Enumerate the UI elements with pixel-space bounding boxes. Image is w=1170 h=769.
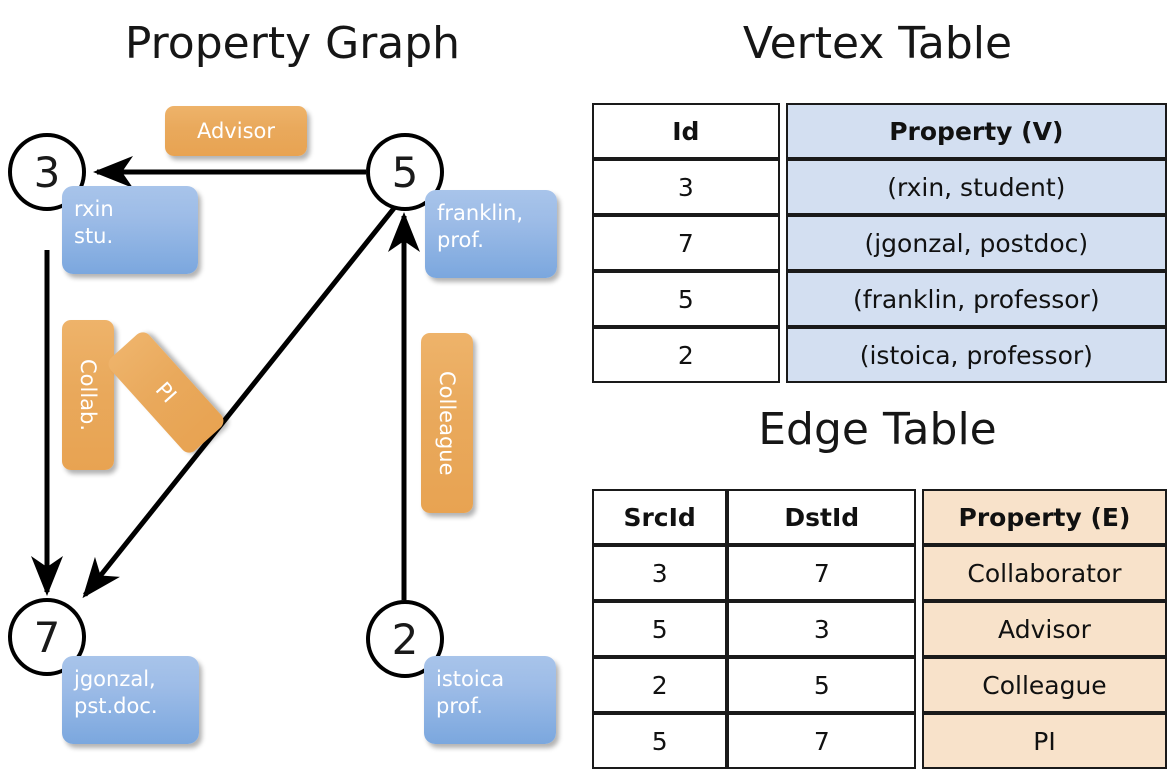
edge-label-advisor: Advisor (165, 106, 307, 156)
property-box-jgonzal[interactable]: jgonzal, pst.doc. (62, 656, 199, 744)
vertex-table-header-row: Id Property (V) (592, 103, 1167, 159)
edge-label-colleague-text: Colleague (435, 370, 459, 476)
table-row: 7 (jgonzal, postdoc) (592, 215, 1167, 271)
vertex-table-header-property: Property (V) (785, 103, 1167, 159)
table-row: 2 5 Colleague (592, 657, 1167, 713)
edge-row-3-src: 5 (592, 713, 728, 769)
vertex-row-1-property: (jgonzal, postdoc) (785, 215, 1167, 271)
vertex-table: Id Property (V) 3 (rxin, student) 7 (jgo… (592, 103, 1167, 383)
vertex-table-header-id: Id (592, 103, 780, 159)
edge-row-2-src: 2 (592, 657, 728, 713)
node-5[interactable]: 5 (366, 133, 444, 211)
edge-row-0-src: 3 (592, 545, 728, 601)
node-3-label: 3 (33, 147, 61, 197)
edge-row-2-dst: 5 (727, 657, 917, 713)
edge-row-2-property: Colleague (921, 657, 1167, 713)
vertex-row-2-id: 5 (592, 271, 780, 327)
property-box-rxin-line1: rxin (74, 197, 114, 221)
page-title-vertex-table: Vertex Table (742, 18, 1013, 69)
edge-label-advisor-text: Advisor (196, 119, 275, 143)
edge-table-header-property: Property (E) (921, 489, 1167, 545)
property-box-istoica-line2: prof. (436, 693, 483, 718)
edge-table-header-dstid: DstId (727, 489, 917, 545)
edge-label-pi-text: PI (150, 377, 182, 408)
edge-5-to-7 (82, 205, 397, 599)
vertex-row-3-id: 2 (592, 327, 780, 383)
property-box-istoica-line1: istoica (436, 667, 505, 691)
table-row: 5 7 PI (592, 713, 1167, 769)
edge-label-collab: Collab. (62, 320, 114, 470)
page-title-edge-table: Edge Table (758, 404, 997, 455)
edge-row-0-property: Collaborator (921, 545, 1167, 601)
edge-row-1-property: Advisor (921, 601, 1167, 657)
property-box-jgonzal-line2: pst.doc. (74, 693, 158, 718)
edge-table-header-row: SrcId DstId Property (E) (592, 489, 1167, 545)
edge-table: SrcId DstId Property (E) 3 7 Collaborato… (592, 489, 1167, 769)
property-box-rxin[interactable]: rxin stu. (62, 186, 198, 274)
edge-row-0-dst: 7 (727, 545, 917, 601)
vertex-row-1-id: 7 (592, 215, 780, 271)
table-row: 3 7 Collaborator (592, 545, 1167, 601)
property-box-jgonzal-line1: jgonzal, (74, 667, 156, 691)
property-box-franklin-line1: franklin, (437, 201, 524, 225)
edge-row-1-dst: 3 (727, 601, 917, 657)
vertex-row-0-id: 3 (592, 159, 780, 215)
table-row: 5 3 Advisor (592, 601, 1167, 657)
property-box-istoica[interactable]: istoica prof. (424, 656, 556, 744)
table-row: 3 (rxin, student) (592, 159, 1167, 215)
node-2[interactable]: 2 (366, 600, 444, 678)
vertex-row-0-property: (rxin, student) (785, 159, 1167, 215)
node-5-label: 5 (391, 147, 419, 197)
vertex-row-2-property: (franklin, professor) (785, 271, 1167, 327)
node-7-label: 7 (33, 612, 61, 662)
edge-row-1-src: 5 (592, 601, 728, 657)
edge-row-3-property: PI (921, 713, 1167, 769)
vertex-row-3-property: (istoica, professor) (785, 327, 1167, 383)
page-title-property-graph: Property Graph (124, 18, 461, 69)
edge-label-colleague: Colleague (421, 333, 473, 513)
node-2-label: 2 (391, 614, 419, 664)
property-graph-panel: Property Graph Advisor Collab. PI Collea… (0, 0, 585, 760)
edge-row-3-dst: 7 (727, 713, 917, 769)
table-row: 5 (franklin, professor) (592, 271, 1167, 327)
edge-table-header-srcid: SrcId (592, 489, 728, 545)
property-box-franklin-line2: prof. (437, 227, 484, 252)
property-box-franklin[interactable]: franklin, prof. (425, 190, 557, 278)
property-box-rxin-line2: stu. (74, 223, 114, 248)
graph-edges-svg (31, 156, 420, 600)
table-row: 2 (istoica, professor) (592, 327, 1167, 383)
edge-label-collab-text: Collab. (76, 358, 100, 432)
